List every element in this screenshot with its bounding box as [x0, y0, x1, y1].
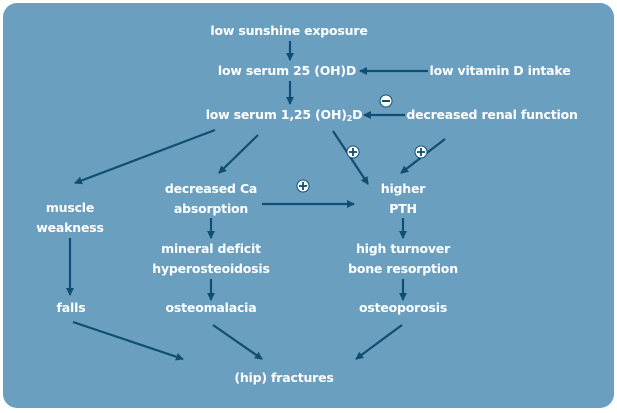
arrow-osteoporosis-to-fractures	[355, 324, 403, 360]
node-mineral-deficit: mineral deficit hyperosteoidosis	[152, 239, 270, 279]
node-muscle-weakness: muscle weakness	[36, 198, 104, 238]
subscript: 2	[346, 114, 353, 123]
node-line: bone resorption	[348, 261, 458, 276]
node-falls: falls	[56, 300, 86, 315]
node-low-serum-25ohd: low serum 25 (OH)D	[217, 63, 357, 78]
node-osteoporosis: osteoporosis	[358, 300, 448, 315]
node-line: absorption	[173, 201, 249, 216]
node-hip-fractures: (hip) fractures	[234, 370, 334, 385]
node-line: decreased Ca	[164, 181, 258, 196]
node-text: low serum 1,25 (OH)	[205, 107, 347, 122]
arrow-125ohd-to-ca	[218, 134, 259, 174]
node-low-sunshine: low sunshine exposure	[210, 23, 368, 38]
node-line: high turnover	[355, 241, 451, 256]
arrow-falls-to-fractures	[72, 320, 184, 361]
plus-sign-icon	[296, 179, 310, 193]
node-text: D	[352, 107, 363, 122]
arrow-osteomalacia-to-fractures	[212, 324, 263, 360]
minus-sign-icon	[379, 94, 393, 108]
node-line: hyperosteoidosis	[152, 261, 270, 276]
plus-sign-icon	[346, 145, 360, 159]
arrow-125ohd-to-muscle	[74, 128, 216, 185]
node-line: higher	[380, 181, 426, 196]
node-low-serum-125ohd: low serum 1,25 (OH)2D	[206, 105, 363, 125]
node-high-turnover: high turnover bone resorption	[348, 239, 458, 279]
node-line: weakness	[36, 220, 104, 235]
node-decreased-ca-absorption: decreased Ca absorption	[164, 179, 258, 219]
diagram-panel	[3, 3, 614, 408]
node-decreased-renal-function: decreased renal function	[406, 107, 578, 122]
node-line: mineral deficit	[161, 241, 261, 256]
plus-sign-icon	[414, 145, 428, 159]
node-low-vitamin-d-intake: low vitamin D intake	[429, 63, 571, 78]
node-line: PTH	[389, 201, 417, 216]
node-line: muscle	[45, 200, 95, 215]
node-osteomalacia: osteomalacia	[165, 300, 257, 315]
